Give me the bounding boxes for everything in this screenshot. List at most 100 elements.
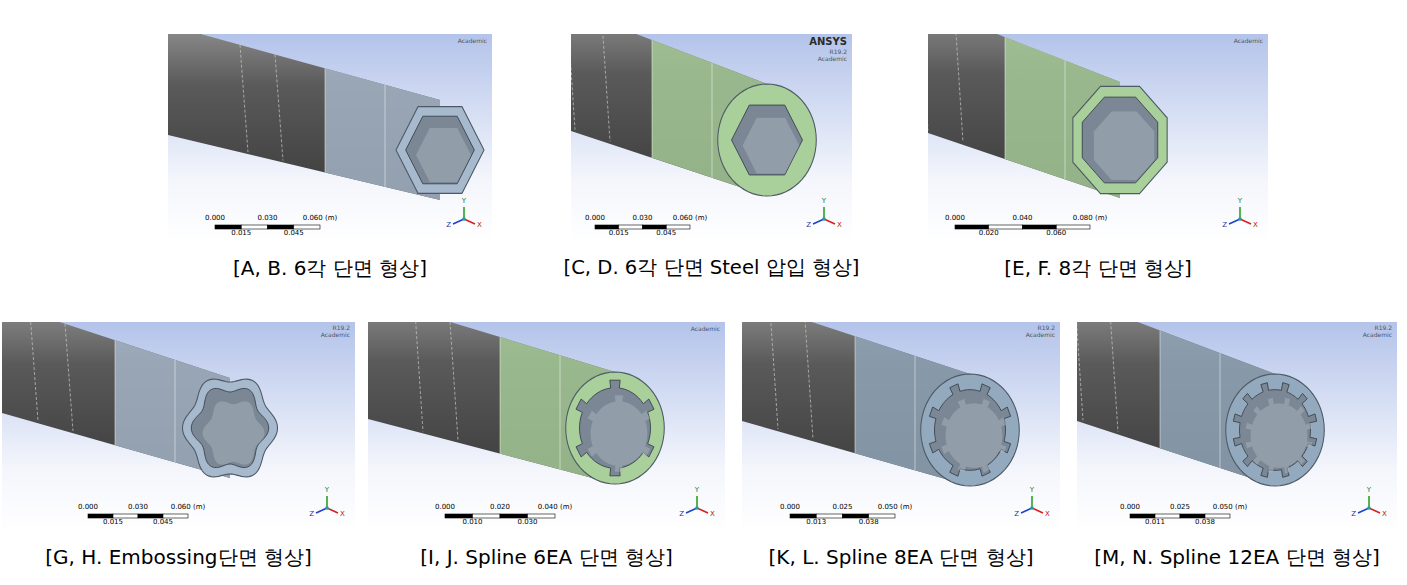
edge-line (712, 63, 713, 178)
edge-line (805, 322, 813, 439)
watermark-text: Academic (321, 332, 350, 338)
cross-section (1226, 374, 1325, 486)
shaft-render (742, 322, 1060, 532)
shaft-render (368, 322, 725, 532)
axis-origin (1367, 506, 1371, 510)
scale-bar (113, 514, 138, 518)
scale-number: 0.020 (979, 230, 999, 237)
figure-panel: [E, F. 8각 단면 형상] (928, 34, 1268, 243)
scale-number: 0.030 (257, 215, 277, 222)
edge-line (602, 34, 610, 141)
axis-arrow (823, 207, 825, 219)
axis-label: X (340, 511, 345, 518)
inner-depth (1094, 112, 1154, 181)
figure-panel: [I, J. Spline 6EA 단면 형상] (368, 322, 725, 532)
shaft-body (2, 322, 230, 478)
edge-line (175, 360, 176, 462)
axis-arrow (453, 219, 464, 224)
scale-number: 0.045 (153, 519, 173, 526)
scale-bar (1155, 514, 1180, 518)
scale-bar (445, 514, 473, 518)
scale-number: 0.050 (m) (1213, 504, 1248, 511)
axis-label: Z (309, 511, 314, 518)
scale-bar (1205, 514, 1230, 518)
cross-section (566, 372, 665, 484)
cross-section (718, 84, 817, 196)
edge-line (855, 336, 856, 453)
axis-label: Y (325, 487, 329, 494)
outer-profile (1226, 374, 1325, 486)
edge-line (115, 340, 116, 445)
edge-line (1065, 61, 1066, 180)
edge-line (240, 45, 248, 152)
scale-bar (1130, 514, 1155, 518)
scale-bar (619, 225, 643, 229)
scale-number: 0.030 (517, 519, 537, 526)
axis-origin (1030, 506, 1034, 510)
inner-profile (929, 384, 1010, 476)
scale-number: 0.013 (806, 519, 826, 526)
axis-origin (325, 506, 329, 510)
watermark-text: Academic (818, 56, 847, 62)
scale-bar (294, 225, 320, 229)
scale-number: 0.038 (1195, 519, 1215, 526)
watermark-text: Academic (458, 38, 487, 44)
axis-arrow (1229, 219, 1240, 224)
axis-origin (695, 506, 699, 510)
scale-bar (473, 514, 501, 518)
figure-caption: [M, N. Spline 12EA 단면 형상] (1094, 545, 1380, 569)
axis-arrow (1240, 219, 1251, 224)
axis-label: Y (1238, 198, 1242, 205)
scale-number: 0.025 (1170, 504, 1190, 511)
watermark-text: ANSYS (809, 37, 847, 47)
scale-number: 0.060 (m) (303, 215, 338, 222)
axis-arrow (316, 508, 327, 513)
scale-number: 0.000 (780, 504, 800, 511)
scale-bar (88, 514, 113, 518)
scale-bar (215, 225, 241, 229)
axis-label: Y (1367, 487, 1371, 494)
axis-label: Y (695, 487, 699, 494)
scale-number: 0.000 (78, 504, 98, 511)
scale-bar (1056, 225, 1090, 229)
axis-arrow (464, 219, 475, 224)
scale-bar (163, 514, 188, 518)
axis-arrow (813, 219, 824, 224)
axis-label: X (710, 511, 715, 518)
scale-number: 0.050 (m) (878, 504, 913, 511)
axis-label: Y (822, 198, 826, 205)
axis-origin (1238, 217, 1242, 221)
axis-label: Y (462, 198, 466, 205)
shaft-render (168, 34, 492, 243)
scale-bar (955, 225, 989, 229)
watermark-text: R19.2 (1374, 325, 1392, 331)
scale-number: 0.000 (585, 215, 605, 222)
inner-profile (732, 105, 803, 175)
edge-line (560, 355, 561, 469)
inner-depth (941, 399, 1006, 473)
scale-number: 0.015 (609, 230, 629, 237)
axis-label: Z (1014, 511, 1019, 518)
inner-depth (1246, 398, 1313, 474)
shaft-render (1077, 322, 1397, 532)
axis-label: X (837, 222, 842, 229)
scale-bar (643, 225, 667, 229)
shaft-body (168, 34, 440, 200)
scale-bar (843, 514, 869, 518)
watermark-text: R19.2 (1037, 325, 1055, 331)
inner-profile (191, 388, 268, 467)
figure-panel: [M, N. Spline 12EA 단면 형상] (1077, 322, 1397, 532)
scale-number: 0.040 (1012, 215, 1032, 222)
scale-number: 0.030 (632, 215, 652, 222)
edge-line (275, 55, 283, 161)
scale-bar (790, 514, 816, 518)
axis-label: Z (806, 222, 811, 229)
scale-bar (528, 514, 556, 518)
axis-label: Z (446, 222, 451, 229)
cross-section (1073, 86, 1167, 193)
edge-line (385, 85, 386, 187)
edge-line (325, 68, 326, 172)
edge-line (1160, 330, 1161, 448)
scale-number: 0.015 (231, 230, 251, 237)
scale-bar (816, 514, 842, 518)
